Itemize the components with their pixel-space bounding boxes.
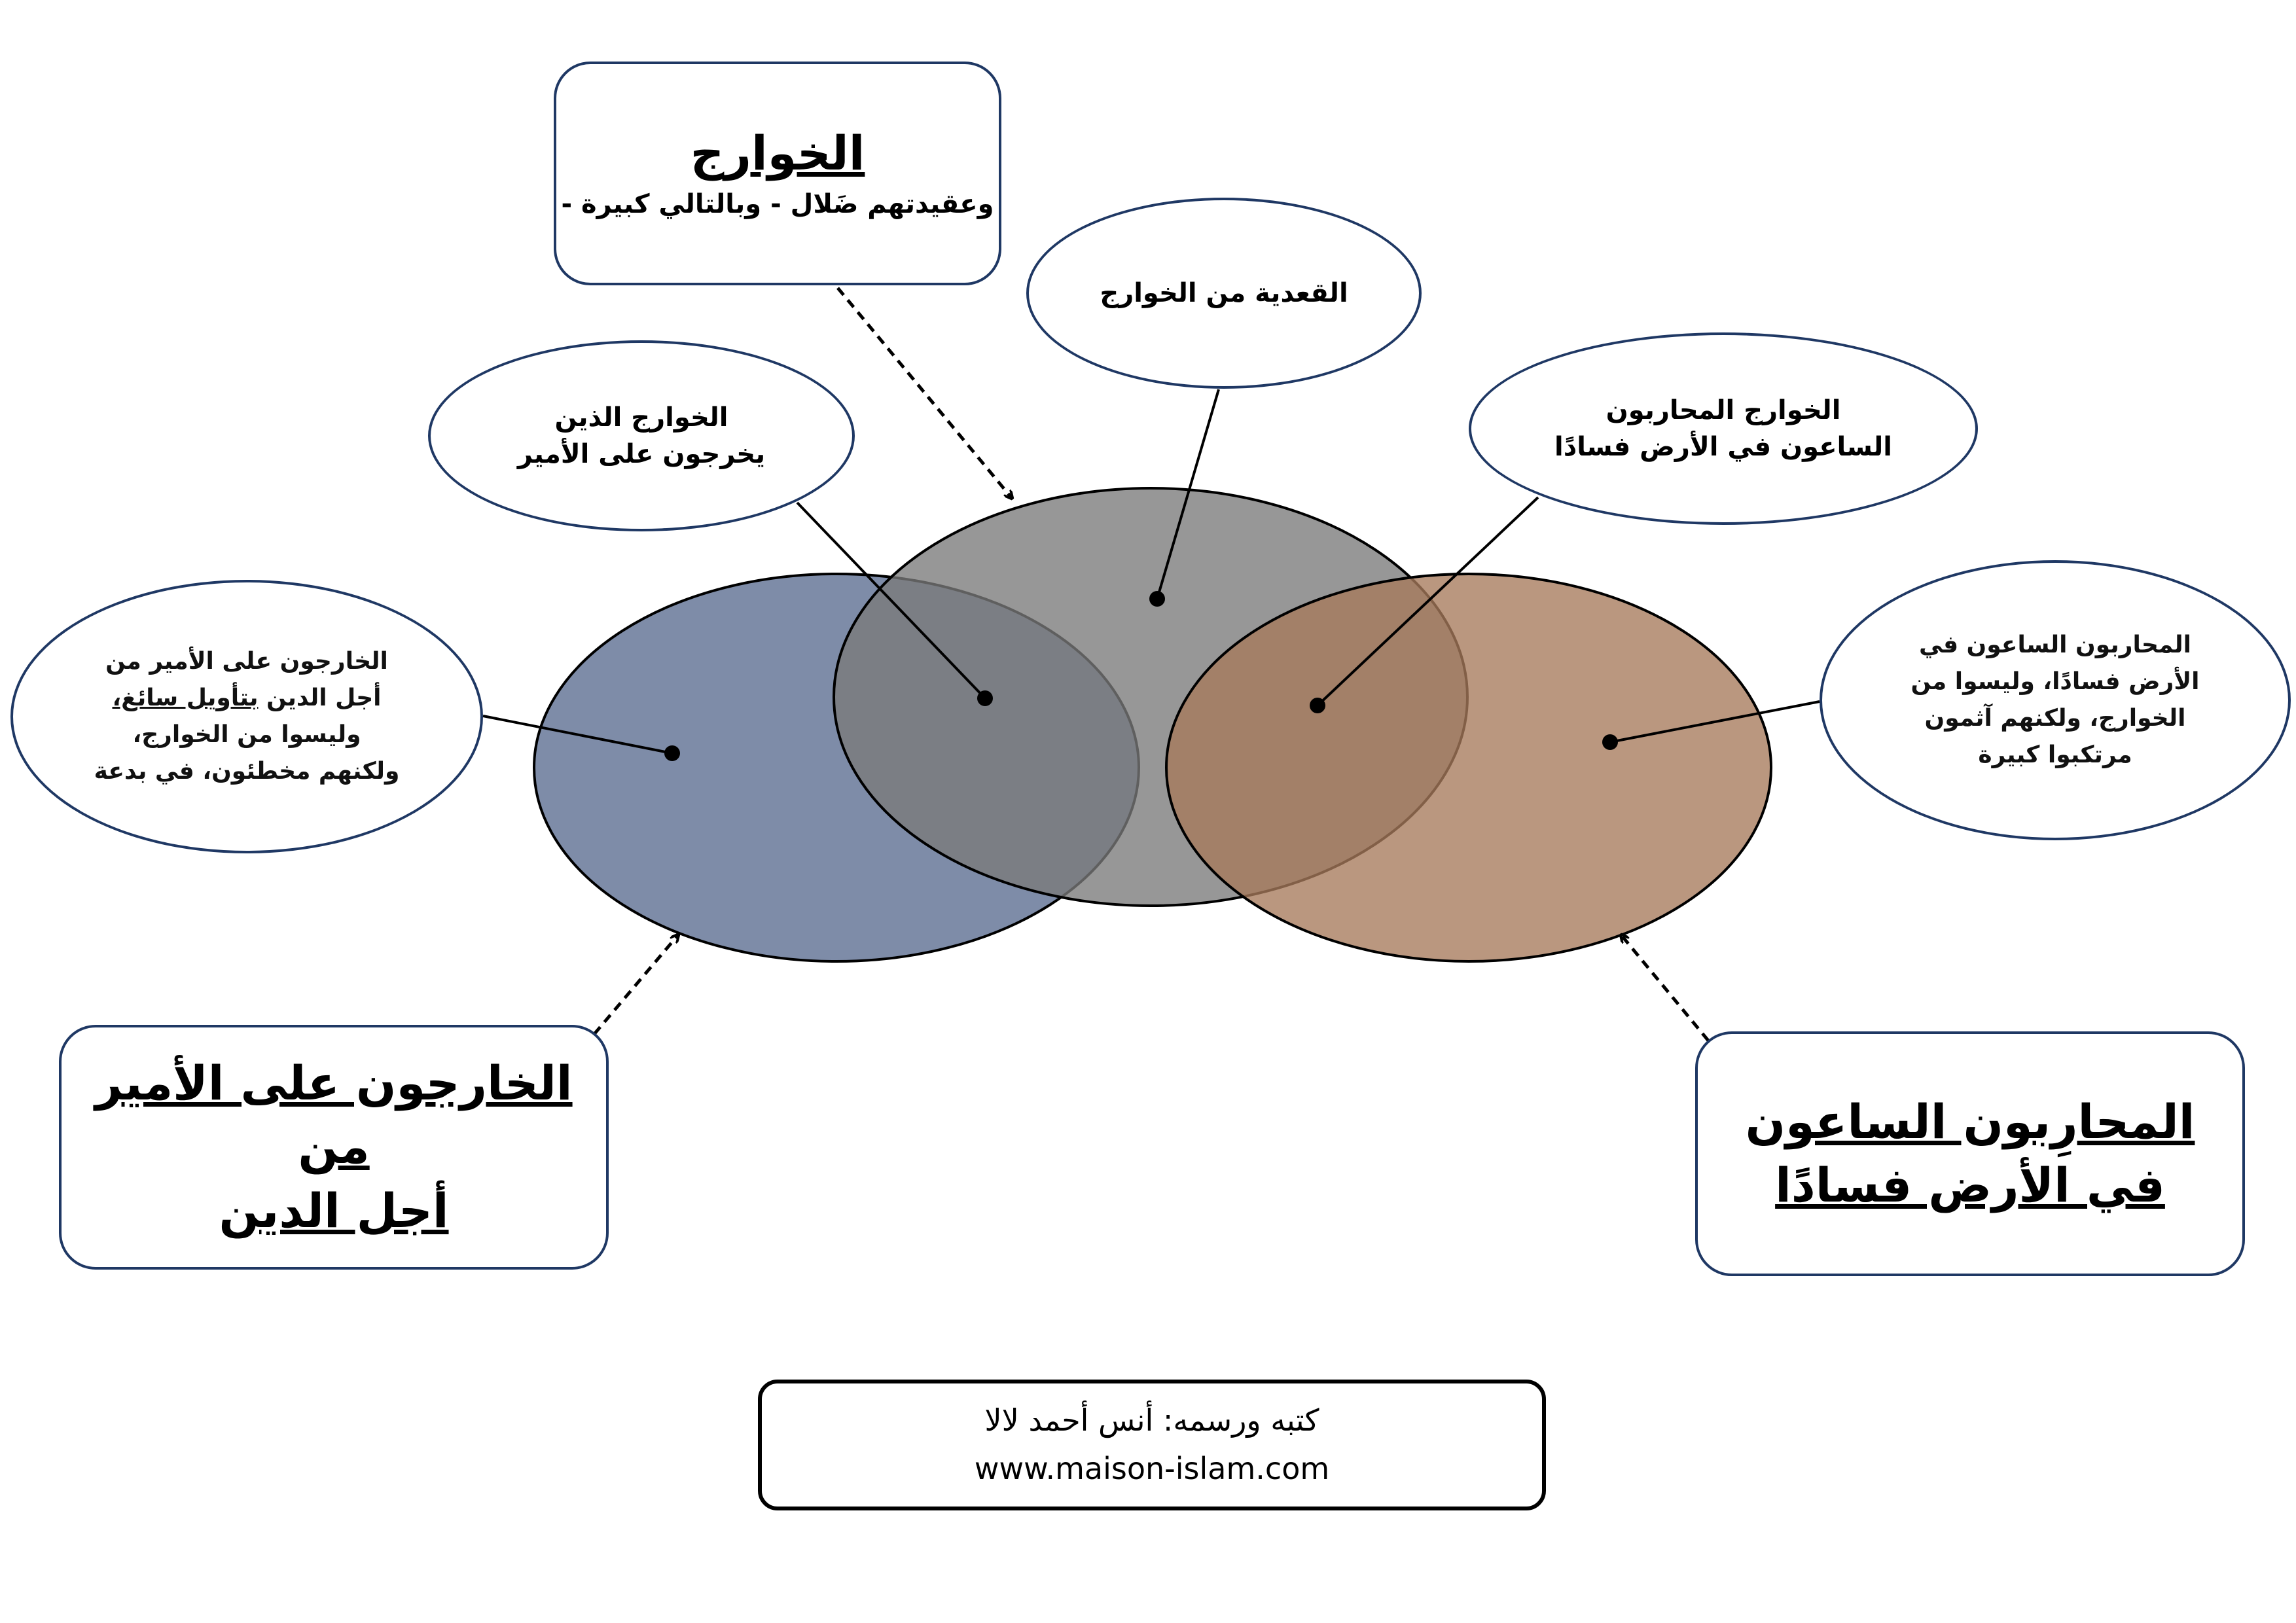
bubble-left-line2-underlined: بتأويل سائغ،	[112, 685, 259, 712]
bubble-left-line4: ولكنهم مخطئون، في بدعة	[94, 757, 400, 785]
bubble-left-line3: وليسوا من الخوارج،	[132, 721, 361, 748]
bubble-right-line1: المحاربون الساعون في	[1919, 632, 2191, 659]
connector-left	[482, 715, 673, 755]
left-label-box: الخارجون على الأمير من أجل الدين	[59, 1025, 609, 1270]
title-text: الخوارج	[690, 126, 865, 181]
bubble-khawarij-ameer: الخوارج الذين يخرجون على الأمير	[428, 340, 855, 531]
bubble-qaadiya-label: القعدية من الخوارج	[1100, 278, 1348, 308]
subtitle-text: وعقيدتهم ضَلال - وبالتالي كبيرة -	[561, 188, 994, 219]
footer-website[interactable]: www.maison-islam.com	[974, 1451, 1330, 1486]
right-label-line2: في الأرض فسادًا	[1775, 1158, 2165, 1213]
footer-author: كتبه ورسمه: أنس أحمد لالا	[984, 1402, 1319, 1438]
bubble-right-line4: مرتكبوا كبيرة	[1978, 741, 2132, 768]
bubble-right-line2: الأرض فسادًا، وليسوا من	[1910, 668, 2200, 696]
bubble-khawarij-ameer-line2: يخرجون على الأمير	[517, 439, 766, 469]
bubble-left-description: الخارجون على الأمير من أجل الدين بتأويل …	[10, 580, 483, 853]
left-label-line1: الخارجون على الأمير من	[95, 1056, 573, 1175]
arrow-title	[836, 287, 1011, 497]
title-box: الخوارج وعقيدتهم ضَلال - وبالتالي كبيرة …	[554, 62, 1001, 285]
bubble-khawarij-muharibun: الخوارج المحاربون الساعون في الأرض فسادً…	[1469, 332, 1978, 525]
bubble-khawarij-ameer-line1: الخوارج الذين	[554, 402, 728, 433]
left-label-line2: أجل الدين	[219, 1183, 449, 1238]
dot-ameer	[977, 690, 993, 706]
dot-muharibun	[1310, 698, 1325, 713]
connector-muharibun	[1316, 496, 1539, 707]
connector-ameer	[796, 501, 986, 700]
dot-right	[1602, 734, 1618, 750]
bubble-left-line2: أجل الدين بتأويل سائغ،	[112, 680, 381, 717]
right-label-line1: المحارِبون الساعون	[1745, 1094, 2195, 1149]
arrow-right-box	[1622, 936, 1710, 1042]
bubble-khawarij-muharibun-line2: الساعون في الأرض فسادًا	[1554, 432, 1892, 462]
bubble-right-line3: الخوارج، ولكنهم آثمون	[1924, 705, 2186, 732]
connector-right	[1609, 700, 1820, 743]
bubble-right-description: المحاربون الساعون في الأرض فسادًا، وليسو…	[1820, 560, 2291, 840]
dot-qaadiya	[1149, 591, 1165, 607]
right-label-box: المحارِبون الساعون في الأرض فسادًا	[1695, 1031, 2245, 1276]
footer-credit: كتبه ورسمه: أنس أحمد لالا www.maison-isl…	[758, 1380, 1546, 1510]
bubble-khawarij-muharibun-line1: الخوارج المحاربون	[1605, 395, 1841, 425]
bubble-left-line2-pre: أجل الدين	[258, 685, 382, 712]
set-muharibun	[1165, 573, 1772, 963]
arrow-left-box	[593, 936, 677, 1035]
connector-qaadiya	[1156, 389, 1220, 599]
bubble-qaadiya: القعدية من الخوارج	[1026, 198, 1422, 389]
dot-left	[664, 745, 680, 761]
bubble-left-line1: الخارجون على الأمير من	[105, 648, 388, 675]
